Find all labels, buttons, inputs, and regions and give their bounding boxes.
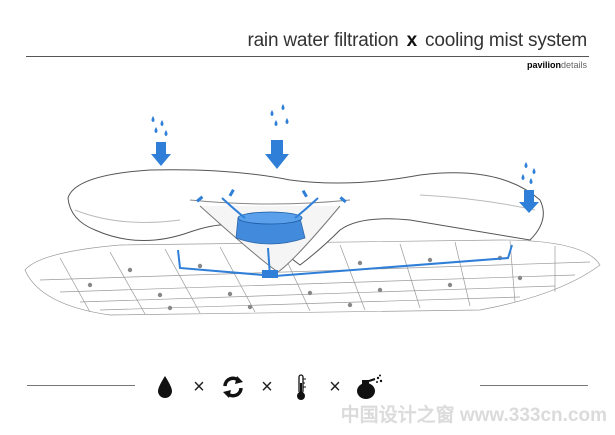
canopy-shell — [67, 169, 544, 273]
subtitle: paviliondetails — [527, 60, 587, 70]
legend-rule-left — [27, 385, 135, 386]
legend-separator-3: × — [329, 375, 341, 398]
legend-rule-right — [480, 385, 588, 386]
subtitle-bold: pavilion — [526, 60, 561, 70]
diagram-title: rain water filtration x cooling mist sys… — [247, 30, 587, 52]
subtitle-light: details — [560, 60, 587, 70]
title-rule — [26, 56, 589, 57]
title-part-1: rain water filtration — [247, 30, 399, 51]
pump-unit — [262, 270, 278, 278]
watermark: 中国设计之窗 www.333cn.com — [340, 405, 607, 426]
rain-left — [151, 116, 171, 166]
recycle-icon — [218, 372, 248, 402]
pavilion-diagram — [24, 104, 601, 316]
mist-nozzles — [196, 189, 347, 204]
water-tank — [235, 211, 306, 245]
rain-center — [265, 104, 289, 169]
rain-right — [519, 162, 539, 213]
ground-grid — [24, 239, 601, 316]
water-drop-icon — [150, 372, 180, 402]
legend: × × × — [150, 372, 384, 402]
legend-separator-1: × — [193, 375, 205, 398]
thermometer-icon — [286, 372, 316, 402]
title-times: x — [406, 30, 418, 51]
title-part-2: cooling mist system — [425, 30, 587, 51]
legend-separator-2: × — [261, 375, 273, 398]
ground-fixtures — [87, 255, 523, 311]
mist-sprayer-icon — [354, 372, 384, 402]
